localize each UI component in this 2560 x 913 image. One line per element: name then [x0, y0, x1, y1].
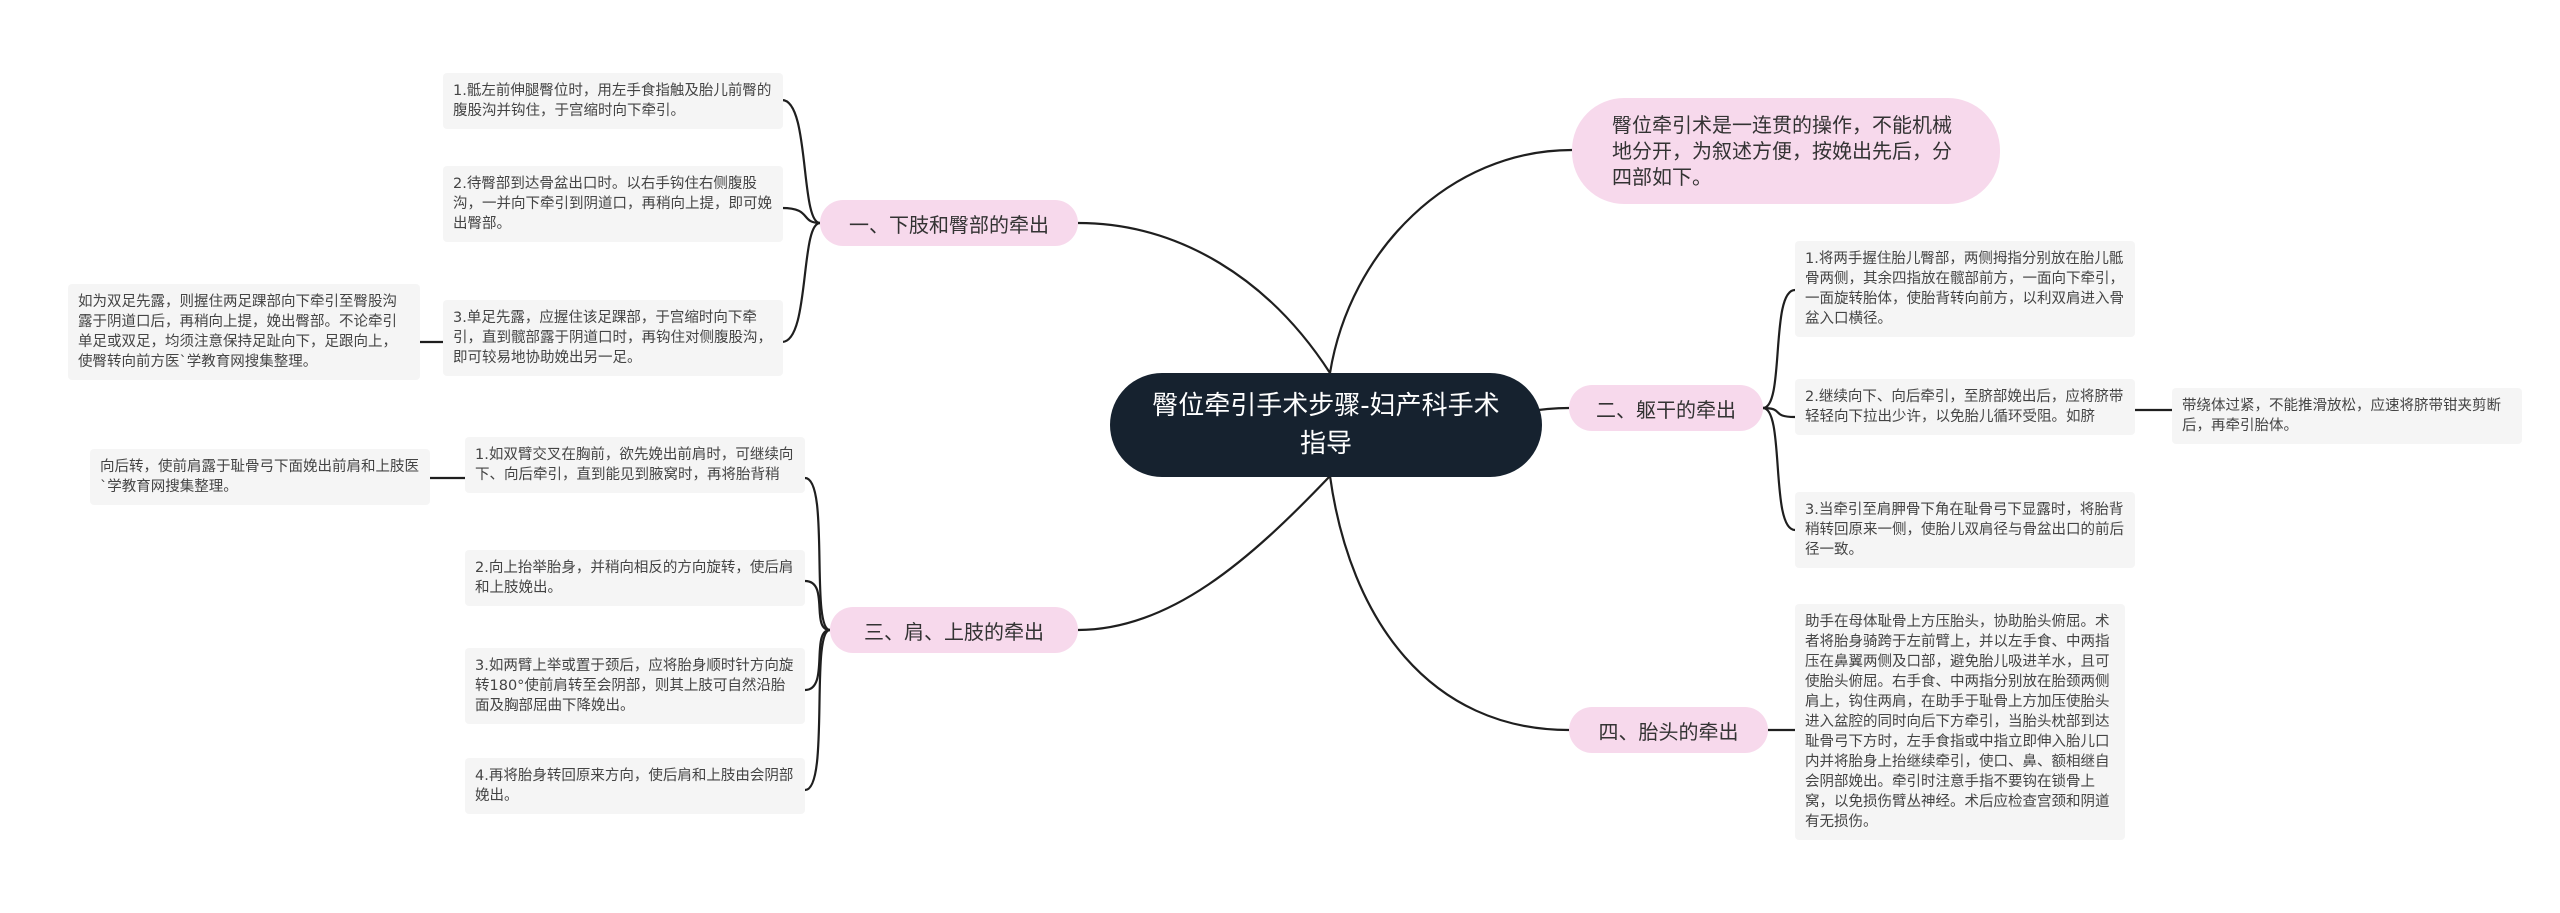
link-b3-leaf1: [804, 476, 831, 632]
leaf-b3-note[interactable]: 向后转，使前肩露于耻骨弓下面娩出前肩和上肢医`学教育网搜集整理。: [90, 449, 430, 505]
link-b1-leaf1: [781, 98, 821, 225]
link-b2-leaf3: [1762, 406, 1796, 532]
branch-label: 一、下肢和臀部的牵出: [849, 212, 1049, 237]
leaf-b1-1[interactable]: 1.骶左前伸腿臀位时，用左手食指触及胎儿前臀的腹股沟并钩住，于宫缩时向下牵引。: [443, 73, 783, 129]
leaf-text: 2.继续向下、向后牵引，至脐部娩出后，应将脐带轻轻向下拉出少许，以免胎儿循环受阻…: [1805, 389, 2124, 425]
intro-summary[interactable]: 臀位牵引术是一连贯的操作，不能机械地分开，为叙述方便，按娩出先后，分四部如下。: [1572, 98, 2000, 204]
branch-label: 三、肩、上肢的牵出: [864, 619, 1044, 644]
leaf-b4-1[interactable]: 助手在母体耻骨上方压胎头，协助胎头俯屈。术者将胎身骑跨于左前臂上，并以左手食、中…: [1795, 604, 2125, 840]
leaf-text: 2.向上抬举胎身，并稍向相反的方向旋转，使后肩和上肢娩出。: [475, 560, 794, 596]
leaf-text: 带绕体过紧，不能推滑放松，应速将脐带钳夹剪断后，再牵引胎体。: [2182, 398, 2501, 434]
leaf-text: 向后转，使前肩露于耻骨弓下面娩出前肩和上肢医`学教育网搜集整理。: [100, 459, 419, 495]
leaf-text: 4.再将胎身转回原来方向，使后肩和上肢由会阴部娩出。: [475, 768, 794, 804]
leaf-b1-3[interactable]: 3.单足先露，应握住该足踝部，于宫缩时向下牵引，直到髋部露于阴道口时，再钩住对侧…: [443, 300, 783, 376]
root-topic[interactable]: 臀位牵引手术步骤-妇产科手术指导: [1110, 373, 1542, 477]
intro-summary-text: 臀位牵引术是一连贯的操作，不能机械地分开，为叙述方便，按娩出先后，分四部如下。: [1612, 113, 1952, 189]
leaf-text: 助手在母体耻骨上方压胎头，协助胎头俯屈。术者将胎身骑跨于左前臂上，并以左手食、中…: [1805, 614, 2110, 830]
leaf-text: 3.如两臂上举或置于颈后，应将胎身顺时针方向旋转180°使前肩转至会阴部，则其上…: [475, 658, 794, 714]
leaf-text: 如为双足先露，则握住两足踝部向下牵引至臀股沟露于阴道口后，再稍向上提，娩出臀部。…: [78, 294, 397, 370]
leaf-b3-2[interactable]: 2.向上抬举胎身，并稍向相反的方向旋转，使后肩和上肢娩出。: [465, 550, 805, 606]
link-root-b4: [1328, 475, 1570, 732]
root-topic-text: 臀位牵引手术步骤-妇产科手术指导: [1152, 391, 1500, 459]
link-b1-leaf2: [781, 206, 821, 225]
leaf-b2-2[interactable]: 2.继续向下、向后牵引，至脐部娩出后，应将脐带轻轻向下拉出少许，以免胎儿循环受阻…: [1795, 379, 2135, 435]
leaf-b2-note[interactable]: 带绕体过紧，不能推滑放松，应速将脐带钳夹剪断后，再牵引胎体。: [2172, 388, 2522, 444]
leaf-b2-3[interactable]: 3.当牵引至肩胛骨下角在耻骨弓下显露时，将胎背稍转回原来一侧，使胎儿双肩径与骨盆…: [1795, 492, 2135, 568]
leaf-text: 1.将两手握住胎儿臀部，两侧拇指分别放在胎儿骶骨两侧，其余四指放在髋部前方，一面…: [1805, 251, 2124, 327]
leaf-text: 3.单足先露，应握住该足踝部，于宫缩时向下牵引，直到髋部露于阴道口时，再钩住对侧…: [453, 310, 772, 366]
link-root-intro: [1328, 148, 1573, 374]
link-root-b1: [1077, 221, 1331, 374]
link-b3-leaf4: [804, 628, 831, 792]
leaf-text: 2.待臀部到达骨盆出口时。以右手钩住右侧腹股沟，一并向下牵引到阴道口，再稍向上提…: [453, 176, 772, 232]
leaf-text: 1.骶左前伸腿臀位时，用左手食指触及胎儿前臀的腹股沟并钩住，于宫缩时向下牵引。: [453, 83, 772, 119]
leaf-b1-2[interactable]: 2.待臀部到达骨盆出口时。以右手钩住右侧腹股沟，一并向下牵引到阴道口，再稍向上提…: [443, 166, 783, 242]
leaf-b3-1[interactable]: 1.如双臂交叉在胸前，欲先娩出前肩时，可继续向下、向后牵引，直到能见到腋窝时，再…: [465, 437, 805, 493]
leaf-text: 1.如双臂交叉在胸前，欲先娩出前肩时，可继续向下、向后牵引，直到能见到腋窝时，再…: [475, 447, 794, 483]
leaf-b1-note[interactable]: 如为双足先露，则握住两足踝部向下牵引至臀股沟露于阴道口后，再稍向上提，娩出臀部。…: [68, 284, 420, 380]
branch-label: 二、躯干的牵出: [1596, 397, 1736, 422]
link-b2-leaf1: [1762, 288, 1796, 410]
branch-shoulders-arms[interactable]: 三、肩、上肢的牵出: [830, 607, 1078, 653]
branch-trunk[interactable]: 二、躯干的牵出: [1569, 385, 1763, 431]
link-b3-leaf3: [804, 628, 831, 692]
leaf-b2-1[interactable]: 1.将两手握住胎儿臀部，两侧拇指分别放在胎儿骶骨两侧，其余四指放在髋部前方，一面…: [1795, 241, 2135, 337]
leaf-b3-4[interactable]: 4.再将胎身转回原来方向，使后肩和上肢由会阴部娩出。: [465, 758, 805, 814]
branch-label: 四、胎头的牵出: [1598, 719, 1739, 744]
leaf-b3-3[interactable]: 3.如两臂上举或置于颈后，应将胎身顺时针方向旋转180°使前肩转至会阴部，则其上…: [465, 648, 805, 724]
link-b1-leaf3: [781, 221, 821, 344]
branch-head[interactable]: 四、胎头的牵出: [1569, 707, 1768, 753]
branch-legs-buttocks[interactable]: 一、下肢和臀部的牵出: [820, 200, 1078, 246]
link-root-b3: [1077, 475, 1331, 632]
link-b2-leaf2: [1762, 406, 1796, 419]
link-b3-leaf2: [804, 579, 831, 632]
leaf-text: 3.当牵引至肩胛骨下角在耻骨弓下显露时，将胎背稍转回原来一侧，使胎儿双肩径与骨盆…: [1805, 502, 2124, 558]
